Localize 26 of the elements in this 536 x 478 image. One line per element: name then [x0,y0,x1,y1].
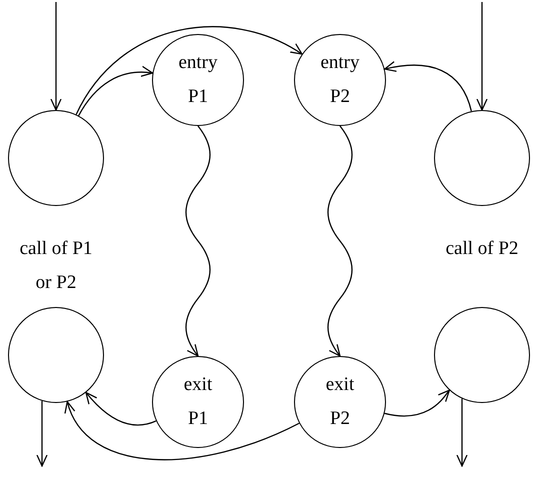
circle-node [152,356,244,448]
arrow [36,400,48,467]
arrow [50,2,62,111]
arrow [85,392,156,426]
circle-node [152,34,244,126]
node-label: entry P1 [177,51,219,109]
arrow [384,61,472,112]
circle-node [8,110,104,206]
caller-label: call of P1 or P2 [18,237,94,295]
arrow [327,126,353,357]
arrow [76,26,303,115]
arrow [66,401,300,460]
arrow [78,66,154,116]
circle-node [294,34,386,126]
arrow [456,398,468,467]
circle-node [294,356,386,448]
arrow [384,390,450,417]
arrow [185,126,211,357]
node-label: exit P1 [182,373,214,431]
node-label: exit P2 [324,373,356,431]
caller-label: call of P2 [444,237,520,261]
node-label: entry P2 [319,51,361,109]
circle-node [434,307,530,403]
circle-node [434,110,530,206]
circle-node [8,307,104,403]
arrow [476,2,488,111]
